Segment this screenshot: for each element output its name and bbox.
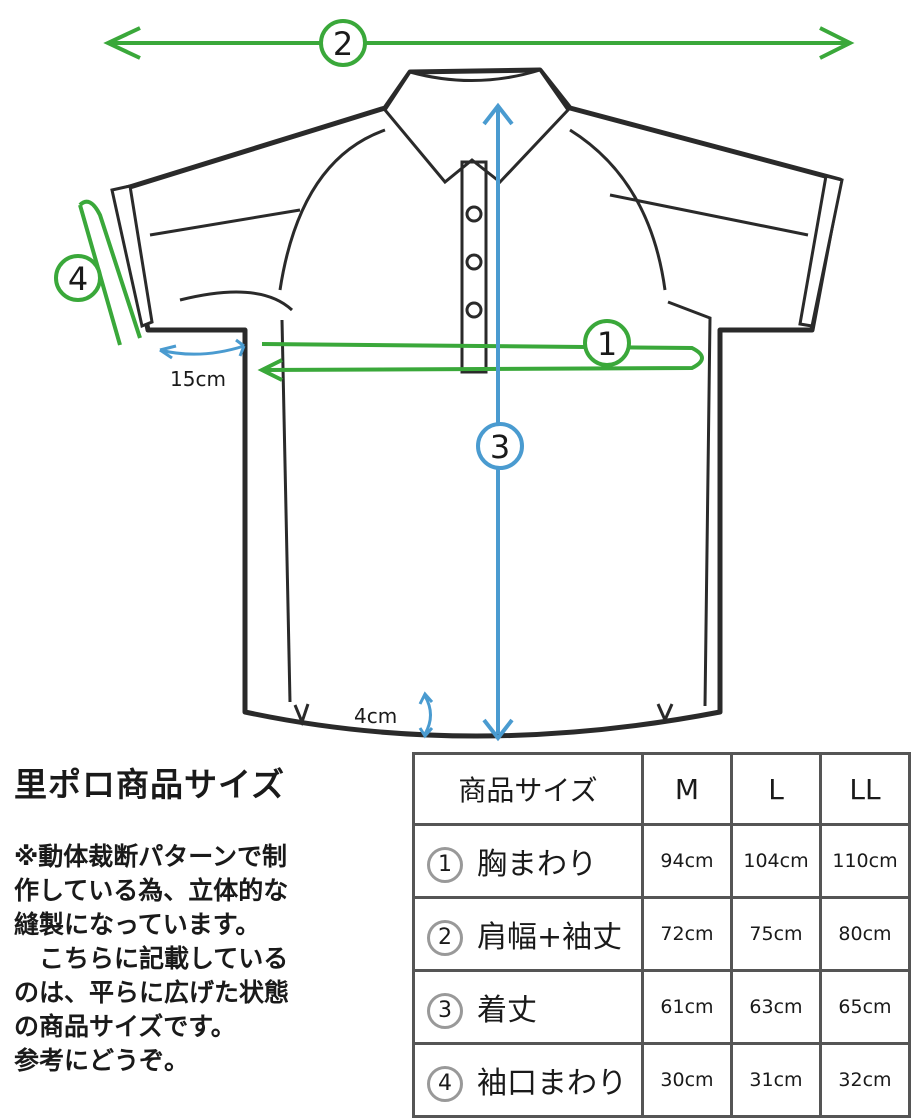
- row-label: 2 肩幅+袖丈: [412, 896, 644, 972]
- row-label: 3 着丈: [412, 969, 644, 1045]
- cell-value: 94cm: [641, 823, 733, 899]
- note-line: のは、平らに広げた状態: [14, 978, 290, 1007]
- marker-circle-3: [476, 422, 524, 470]
- row-number-badge: 3: [427, 993, 463, 1030]
- cell-value: 63cm: [730, 969, 822, 1045]
- measure-line-chest: [257, 342, 704, 382]
- header-product-size: 商品サイズ: [412, 752, 644, 826]
- table-row: 4 袖口まわり 30cm 31cm 32cm: [412, 1042, 911, 1118]
- row-label: 4 袖口まわり: [412, 1042, 644, 1118]
- row-number-badge: 4: [427, 1066, 463, 1103]
- cell-value: 72cm: [641, 896, 733, 972]
- cell-value: 110cm: [819, 823, 911, 899]
- table-header-row: 商品サイズ M L LL: [412, 752, 911, 826]
- polo-shirt-outline: [117, 67, 843, 739]
- cell-value: 31cm: [730, 1042, 822, 1118]
- underarm-offset-mark: [159, 338, 246, 360]
- note-line: こちらに記載している: [14, 944, 289, 973]
- cell-value: 32cm: [819, 1042, 911, 1118]
- marker-circle-4: [54, 254, 102, 302]
- cell-value: 104cm: [730, 823, 822, 899]
- size-table: 商品サイズ M L LL 1 胸まわり 94cm 104cm 110cm 2 肩幅+…: [412, 752, 911, 1118]
- row-label-text: 肩幅+袖丈: [477, 919, 623, 955]
- marker-circle-2: [319, 19, 367, 67]
- page-title: 里ポロ商品サイズ: [14, 765, 286, 804]
- marker-number-3: 3: [490, 428, 510, 466]
- cell-value: 80cm: [819, 896, 911, 972]
- cell-value: 75cm: [730, 896, 822, 972]
- note-line: 作している為、立体的な: [14, 876, 289, 905]
- cell-value: 61cm: [641, 969, 733, 1045]
- marker-number-4: 4: [68, 260, 88, 298]
- row-number-badge: 2: [427, 920, 463, 957]
- header-size-l: L: [730, 752, 822, 826]
- row-label: 1 胸まわり: [412, 823, 644, 899]
- row-number-badge: 1: [427, 847, 463, 884]
- cell-value: 65cm: [819, 969, 911, 1045]
- polo-shirt-details: [110, 68, 844, 727]
- note-line: 縫製になっています。: [14, 910, 261, 939]
- table-row: 2 肩幅+袖丈 72cm 75cm 80cm: [412, 896, 911, 972]
- marker-number-2: 2: [333, 25, 353, 63]
- row-label-text: 胸まわり: [477, 846, 597, 882]
- measure-line-length: [482, 102, 514, 742]
- note-line: の商品サイズです。: [14, 1012, 236, 1041]
- header-size-ll: LL: [819, 752, 911, 826]
- row-label-text: 袖口まわり: [477, 1065, 627, 1101]
- marker-number-1: 1: [597, 325, 617, 363]
- table-row: 1 胸まわり 94cm 104cm 110cm: [412, 823, 911, 899]
- size-diagram: 2 4 1 3 15cm 4cm: [54, 19, 855, 742]
- hem-offset-label: 4cm: [354, 704, 397, 728]
- underarm-offset-label: 15cm: [170, 367, 226, 391]
- hem-offset-mark: [418, 691, 434, 739]
- marker-circle-1: [583, 319, 631, 367]
- table-row: 3 着丈 61cm 63cm 65cm: [412, 969, 911, 1045]
- header-size-m: M: [641, 752, 733, 826]
- note-text: ※動体裁断パターンで制 作している為、立体的な 縫製になっています。 こちらに記…: [14, 840, 399, 1078]
- note-line: 参考にどうぞ。: [14, 1046, 190, 1075]
- note-line: ※動体裁断パターンで制: [14, 842, 288, 871]
- measure-line-shoulder-sleeve: [103, 26, 855, 60]
- row-label-text: 着丈: [477, 992, 537, 1028]
- cell-value: 30cm: [641, 1042, 733, 1118]
